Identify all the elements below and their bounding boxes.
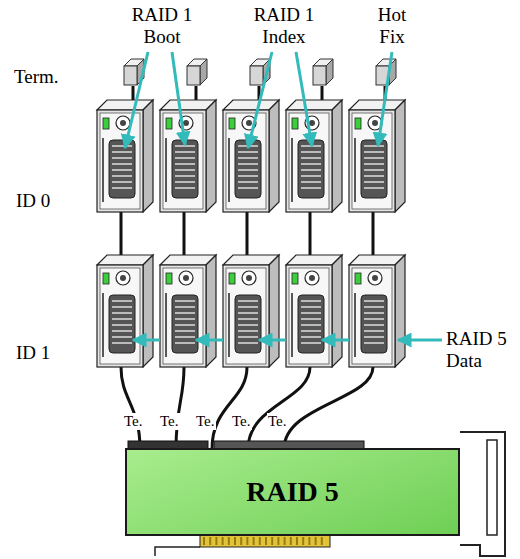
leader-line: [248, 52, 272, 148]
gold-fingers: [200, 535, 330, 547]
callout-label: Term.: [14, 66, 59, 88]
scsi-cable: [176, 367, 184, 449]
card-bracket: [460, 432, 505, 556]
finger: [302, 537, 304, 545]
finger: [209, 537, 211, 545]
finger: [203, 537, 205, 545]
disk-drive: [286, 100, 342, 212]
disk-drive: [286, 255, 342, 367]
callout-label: RAID 5 Data: [446, 328, 518, 372]
card-edge: [155, 547, 200, 556]
disk-drive: [97, 100, 153, 212]
terminator-label: Te.: [267, 413, 288, 430]
finger: [265, 537, 267, 545]
finger: [234, 537, 236, 545]
disk-drive: [160, 100, 216, 212]
finger: [284, 537, 286, 545]
disk-drive: [349, 255, 405, 367]
scsi-cable: [212, 367, 247, 449]
terminator-label: Te.: [159, 413, 180, 430]
terminator-label: Te.: [231, 413, 252, 430]
terminator: [187, 59, 207, 85]
scsi-cable: [284, 367, 373, 449]
terminator: [376, 59, 396, 85]
callout-label: RAID 1 Index: [248, 4, 320, 48]
leader-line: [259, 339, 286, 342]
leader-line: [125, 52, 148, 148]
finger: [215, 537, 217, 545]
disk-drive: [223, 100, 279, 212]
chain-cable: [309, 212, 312, 257]
finger: [259, 537, 261, 545]
terminator-label: Te.: [195, 413, 216, 430]
bracket-slot: [487, 440, 497, 535]
callout-label: ID 1: [16, 342, 50, 364]
leader-line: [172, 52, 185, 145]
scsi-cable: [248, 367, 310, 449]
chain-cable: [120, 212, 123, 257]
finger: [308, 537, 310, 545]
scsi-cable: [121, 367, 140, 449]
finger: [290, 537, 292, 545]
finger: [277, 537, 279, 545]
leader-line: [398, 339, 442, 342]
disk-drive: [349, 100, 405, 212]
leader-line: [378, 52, 392, 146]
raid-controller-card: RAID 5: [125, 448, 460, 536]
disk-drive: [97, 255, 153, 367]
callout-label: ID 0: [16, 190, 50, 212]
leader-line: [196, 339, 223, 342]
terminator: [313, 59, 333, 85]
leader-line: [133, 339, 160, 342]
finger: [246, 537, 248, 545]
finger: [321, 537, 323, 545]
finger: [240, 537, 242, 545]
finger: [271, 537, 273, 545]
finger: [222, 537, 224, 545]
chain-cable: [246, 212, 249, 257]
disk-drive: [160, 255, 216, 367]
finger: [228, 537, 230, 545]
leader-line: [296, 52, 312, 146]
terminator-label: Te.: [123, 413, 144, 430]
chain-cable: [183, 212, 186, 257]
finger: [315, 537, 317, 545]
callout-label: RAID 1 Boot: [126, 4, 198, 48]
callout-label: Hot Fix: [366, 4, 418, 48]
card-label: RAID 5: [246, 476, 339, 508]
finger: [296, 537, 298, 545]
chain-cable: [372, 212, 375, 257]
finger: [253, 537, 255, 545]
leader-line: [322, 339, 349, 342]
disk-drive: [223, 255, 279, 367]
